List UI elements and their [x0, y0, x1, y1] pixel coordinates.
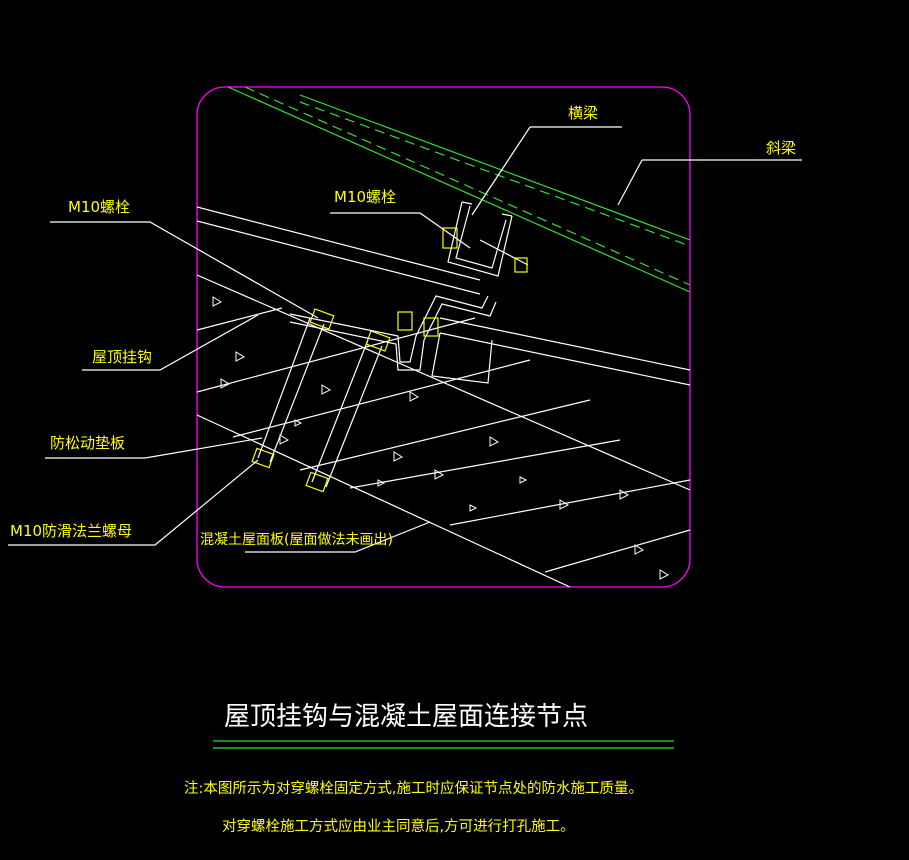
label-flange-nut: M10防滑法兰螺母: [10, 522, 132, 540]
through-bolt-right: [305, 330, 391, 493]
label-bolt-left: M10螺栓: [68, 198, 130, 216]
concrete-hatch: [212, 296, 670, 580]
concrete-slab: [197, 274, 690, 587]
purlin-lines: [197, 206, 690, 386]
label-beam-h: 横梁: [568, 104, 598, 122]
drawing-title: 屋顶挂钩与混凝土屋面连接节点: [224, 702, 588, 732]
label-concrete-slab: 混凝土屋面板(屋面做法未画出): [200, 532, 393, 548]
label-roof-hook: 屋顶挂钩: [92, 348, 152, 366]
roof-hook: [289, 295, 497, 371]
note-line-1: 注:本图所示为对穿螺栓固定方式,施工时应保证节点处的防水施工质量。: [184, 779, 643, 797]
label-beam-slant: 斜梁: [766, 139, 796, 157]
detail-content: [197, 87, 690, 587]
label-bolt-top: M10螺栓: [334, 188, 396, 206]
c-channel: [442, 201, 529, 277]
detail-frame: [196, 86, 691, 588]
label-anti-loose-washer: 防松动垫板: [50, 434, 125, 452]
note-line-2: 对穿螺栓施工方式应由业主同意后,方可进行打孔施工。: [222, 817, 575, 835]
leader-lines: [8, 126, 802, 553]
slant-beam: [227, 87, 690, 293]
